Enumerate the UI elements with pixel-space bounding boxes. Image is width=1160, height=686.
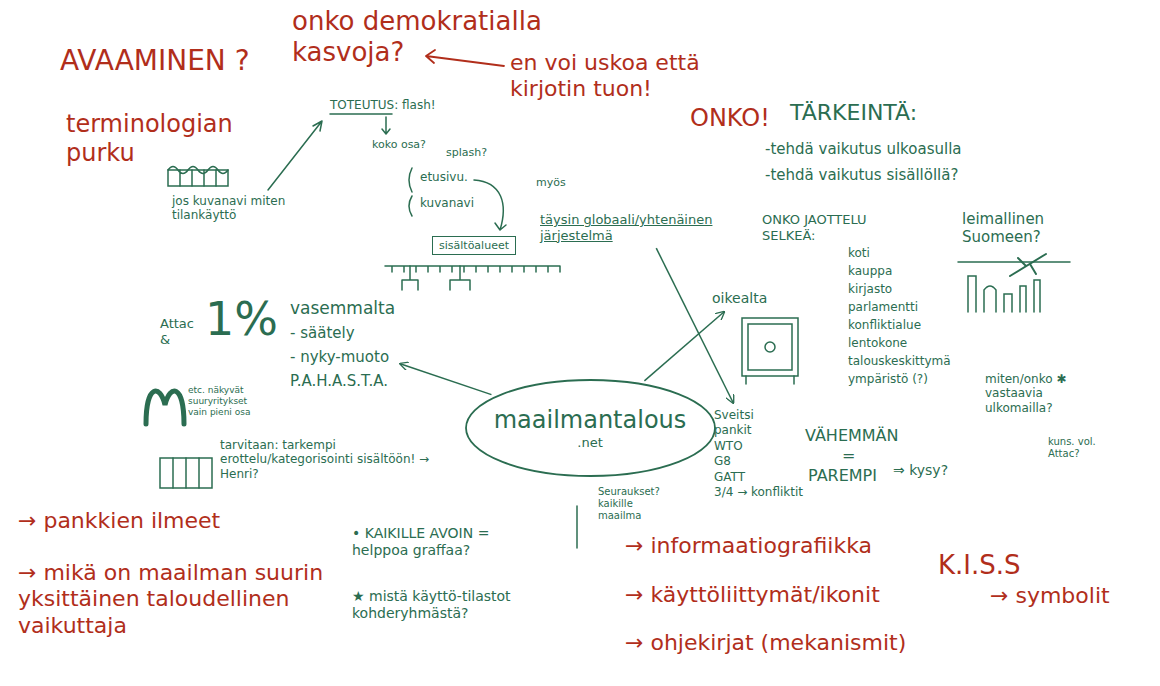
small-note: etc. näkyvät suuryritykset vain pieni os… xyxy=(188,385,263,417)
todo-note: → symbolit xyxy=(990,583,1110,609)
safe-dial xyxy=(765,342,775,352)
node-text: .net xyxy=(577,435,602,451)
brand-logo xyxy=(146,391,184,424)
node-text: pankit xyxy=(714,423,803,437)
category-grid xyxy=(173,458,199,488)
bracket xyxy=(409,168,412,216)
node-text: maailmantalous xyxy=(494,406,687,435)
todo-note: → pankkien ilmeet xyxy=(18,508,220,534)
node-text: - nyky-muoto xyxy=(290,348,395,366)
note-text: myös xyxy=(536,176,566,189)
emphasis-note: ONKO! xyxy=(690,104,770,133)
underline xyxy=(330,113,392,115)
direction-group: vasemmalta - säätely - nyky-muotoP.A.H.A.S… xyxy=(290,298,395,390)
connector-arrow xyxy=(644,312,724,381)
note-text: koko osa? xyxy=(372,138,426,151)
safe-icon xyxy=(742,318,798,376)
list-item: -tehdä vaikutus sisällöllä? xyxy=(765,166,958,184)
node-text: 3/4 → konfliktit xyxy=(714,485,803,499)
heading-note: terminologian purku xyxy=(66,110,266,168)
todo-note: → mikä on maailman suurin yksittäinen ta… xyxy=(18,560,340,639)
divider-line xyxy=(576,506,578,548)
node-text: sisältöalueet xyxy=(439,239,509,252)
question-note: leimallinen Suomeen? xyxy=(962,210,1072,246)
node-text: GATT xyxy=(714,470,803,484)
slogan-text: PAREMPI xyxy=(808,466,877,485)
list-item: parlamentti xyxy=(848,300,918,314)
node-text: G8 xyxy=(714,454,803,468)
list-item: -tehdä vaikutus ulkoasulla xyxy=(765,140,962,158)
todo-note: → käyttöliittymät/ikonit xyxy=(625,582,880,608)
content-area-box: sisältöalueet xyxy=(432,236,516,255)
down-arrow xyxy=(382,117,390,134)
category-grid xyxy=(160,458,212,488)
connector-arrow xyxy=(400,364,491,395)
node-text: täysin globaali/yhtenäinen järjestelmä xyxy=(540,212,752,243)
note-text: ★ mistä käyttö-tilastot kohderyhmästä? xyxy=(352,588,602,622)
note-text: tarvitaan: tarkempi erottelu/kategorisoi… xyxy=(220,438,465,481)
list-item: talouskeskittymä xyxy=(848,354,951,368)
organisation-list: SveitsipankitWTOG8GATT3/4 → konfliktit xyxy=(714,408,803,499)
safe-icon xyxy=(748,324,792,370)
heading-note: ONKO JAOTTELU SELKEÄ: xyxy=(762,212,887,243)
list-item: ympäristö (?) xyxy=(848,372,928,386)
node-text: oikealta xyxy=(712,290,767,307)
horizon-line xyxy=(958,261,1070,263)
heading-note: TÄRKEINTÄ: xyxy=(790,100,917,126)
curved-arrow xyxy=(474,180,506,230)
note-text: jos kuvanavi miten tilankäyttö xyxy=(172,194,300,223)
note-text: Attac & xyxy=(160,316,208,347)
acronym-note: K.I.S.S xyxy=(938,550,1021,581)
list-item: konfliktialue xyxy=(848,318,921,332)
web-page-icon xyxy=(168,167,228,187)
heading-note: AVAAMINEN ? xyxy=(60,44,250,78)
system-note: täysin globaali/yhtenäinen järjestelmä xyxy=(540,212,752,243)
content-tree xyxy=(385,266,560,272)
ellipse-outline xyxy=(466,380,715,476)
note-text: kuvanavi xyxy=(420,196,474,210)
node-text: WTO xyxy=(714,439,803,453)
buildings-icon xyxy=(968,276,1040,312)
comment-arrow xyxy=(426,50,504,66)
small-note: Seuraukset? kaikille maailma xyxy=(598,486,668,522)
todo-note: → informaatiografiikka xyxy=(625,533,872,559)
list-item: lentokone xyxy=(848,336,907,350)
web-page-icon xyxy=(168,170,228,186)
note-text: etusivu. xyxy=(420,170,468,184)
site-ellipse: maailmantalous.net xyxy=(464,378,717,478)
sketch-strokes xyxy=(146,114,1070,548)
node-text: Sveitsi xyxy=(714,408,803,422)
leader-arrow xyxy=(268,121,322,190)
small-note: kuns. vol. Attac? xyxy=(1048,436,1106,460)
question-note: miten/onko ✱ vastaavia ulkomailla? xyxy=(985,372,1090,415)
slogan-text: VÄHEMMÄN xyxy=(805,426,899,445)
comment-note: en voi uskoa että kirjotin tuon! xyxy=(510,50,750,103)
node-text: vasemmalta xyxy=(290,298,395,318)
list-item: kauppa xyxy=(848,264,892,278)
big-number: 1% xyxy=(205,292,278,347)
todo-note: → ohjekirjat (mekanismit) xyxy=(625,630,906,656)
plane-icon xyxy=(1010,254,1046,276)
note-text: TOTEUTUS: flash! xyxy=(330,98,436,112)
connector-arrow xyxy=(656,248,733,403)
node-text: P.A.H.A.S.T.A. xyxy=(290,372,395,390)
direction-label: oikealta xyxy=(712,290,767,307)
slogan-text: = xyxy=(842,446,855,465)
content-tree xyxy=(402,266,470,290)
note-text: ⇒ kysy? xyxy=(893,462,948,479)
safe-legs xyxy=(746,376,794,384)
list-item: kirjasto xyxy=(848,282,892,296)
note-text: • KAIKILLE AVOIN = helppoa graffaa? xyxy=(352,525,502,559)
node-text: - säätely xyxy=(290,324,395,342)
list-item: koti xyxy=(848,246,870,260)
note-text: splash? xyxy=(446,146,487,159)
